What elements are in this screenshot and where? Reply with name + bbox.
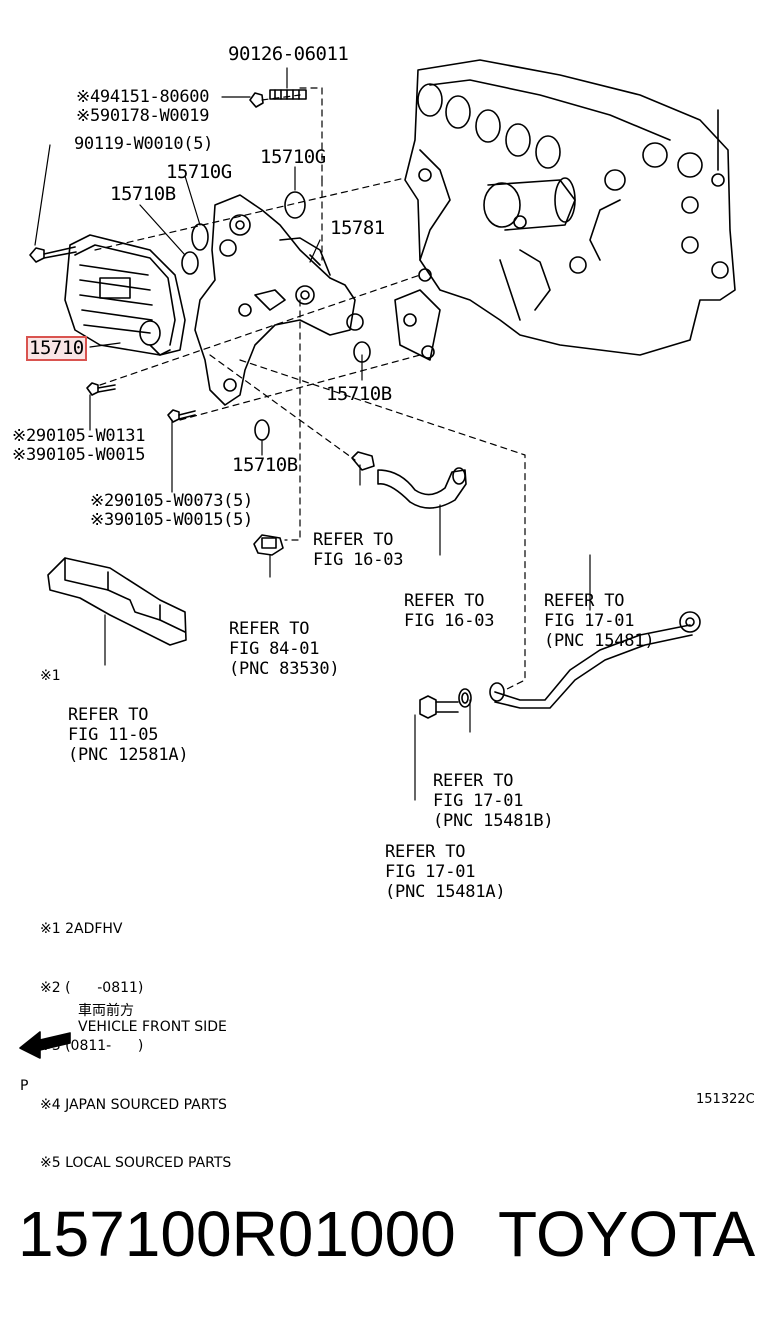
label-15710g-b[interactable]: 15710G	[260, 146, 326, 168]
engine-block	[394, 59, 736, 361]
label-note4-part: ※494151-80600	[76, 87, 210, 107]
bolt-w0073	[167, 409, 196, 423]
gasket	[458, 688, 472, 708]
bolt-90126-06011	[269, 89, 307, 100]
label-bolt-top: 90126-06011	[228, 43, 349, 65]
oring-15710b-c	[254, 419, 270, 441]
bracket-12581a	[47, 557, 187, 646]
hose	[377, 467, 467, 509]
label-15781[interactable]: 15781	[330, 217, 385, 239]
oil-cooler-15710	[64, 234, 186, 356]
ref-fig-11-05-mark: ※1	[40, 668, 61, 684]
bolt-w0131	[86, 382, 116, 396]
oring-15710b-b	[353, 341, 371, 363]
oring-15710g-a	[191, 223, 209, 251]
footer-code: 151322C	[696, 1092, 755, 1107]
label-15710b-a[interactable]: 15710B	[110, 183, 176, 205]
oring-15710g-b	[284, 191, 306, 219]
footer-p: P	[20, 1078, 29, 1094]
direction-jp: 車両前方	[78, 1003, 134, 1019]
sensor-83530	[253, 534, 284, 556]
label-15710b-c[interactable]: 15710B	[232, 454, 298, 476]
label-15710g-a[interactable]: 15710G	[166, 161, 232, 183]
leader-lines	[34, 67, 591, 801]
nut-94151	[249, 92, 264, 108]
dashed-leaders	[94, 87, 526, 691]
label-15710-main[interactable]: 15710	[26, 336, 87, 361]
label-bolt-left: 90119-W0010(5)	[74, 134, 214, 154]
oring-15710b-a	[181, 251, 199, 275]
notes-legend: ※1 2ADFHV ※2 ( -0811) ※3 (0811- ) ※4 JAP…	[40, 921, 232, 1171]
label-bolt-w0015b: ※390105-W0015(5)	[90, 510, 253, 530]
label-note5-part: ※590178-W0019	[76, 106, 210, 126]
brand-name: TOYOTA	[498, 1198, 756, 1270]
label-bolt-w0073: ※290105-W0073(5)	[90, 491, 253, 511]
arrow-icon	[19, 1031, 71, 1059]
label-bolt-w0131: ※290105-W0131	[12, 426, 146, 446]
cooler-housing	[194, 194, 364, 406]
hose-clamp	[351, 451, 375, 471]
label-15710b-b[interactable]: 15710B	[326, 383, 392, 405]
oil-pipe	[489, 611, 701, 709]
part-number: 157100R01000	[18, 1198, 456, 1270]
label-bolt-w0015a: ※390105-W0015	[12, 445, 146, 465]
union-bolt	[419, 695, 459, 719]
direction-en: VEHICLE FRONT SIDE	[78, 1019, 227, 1035]
